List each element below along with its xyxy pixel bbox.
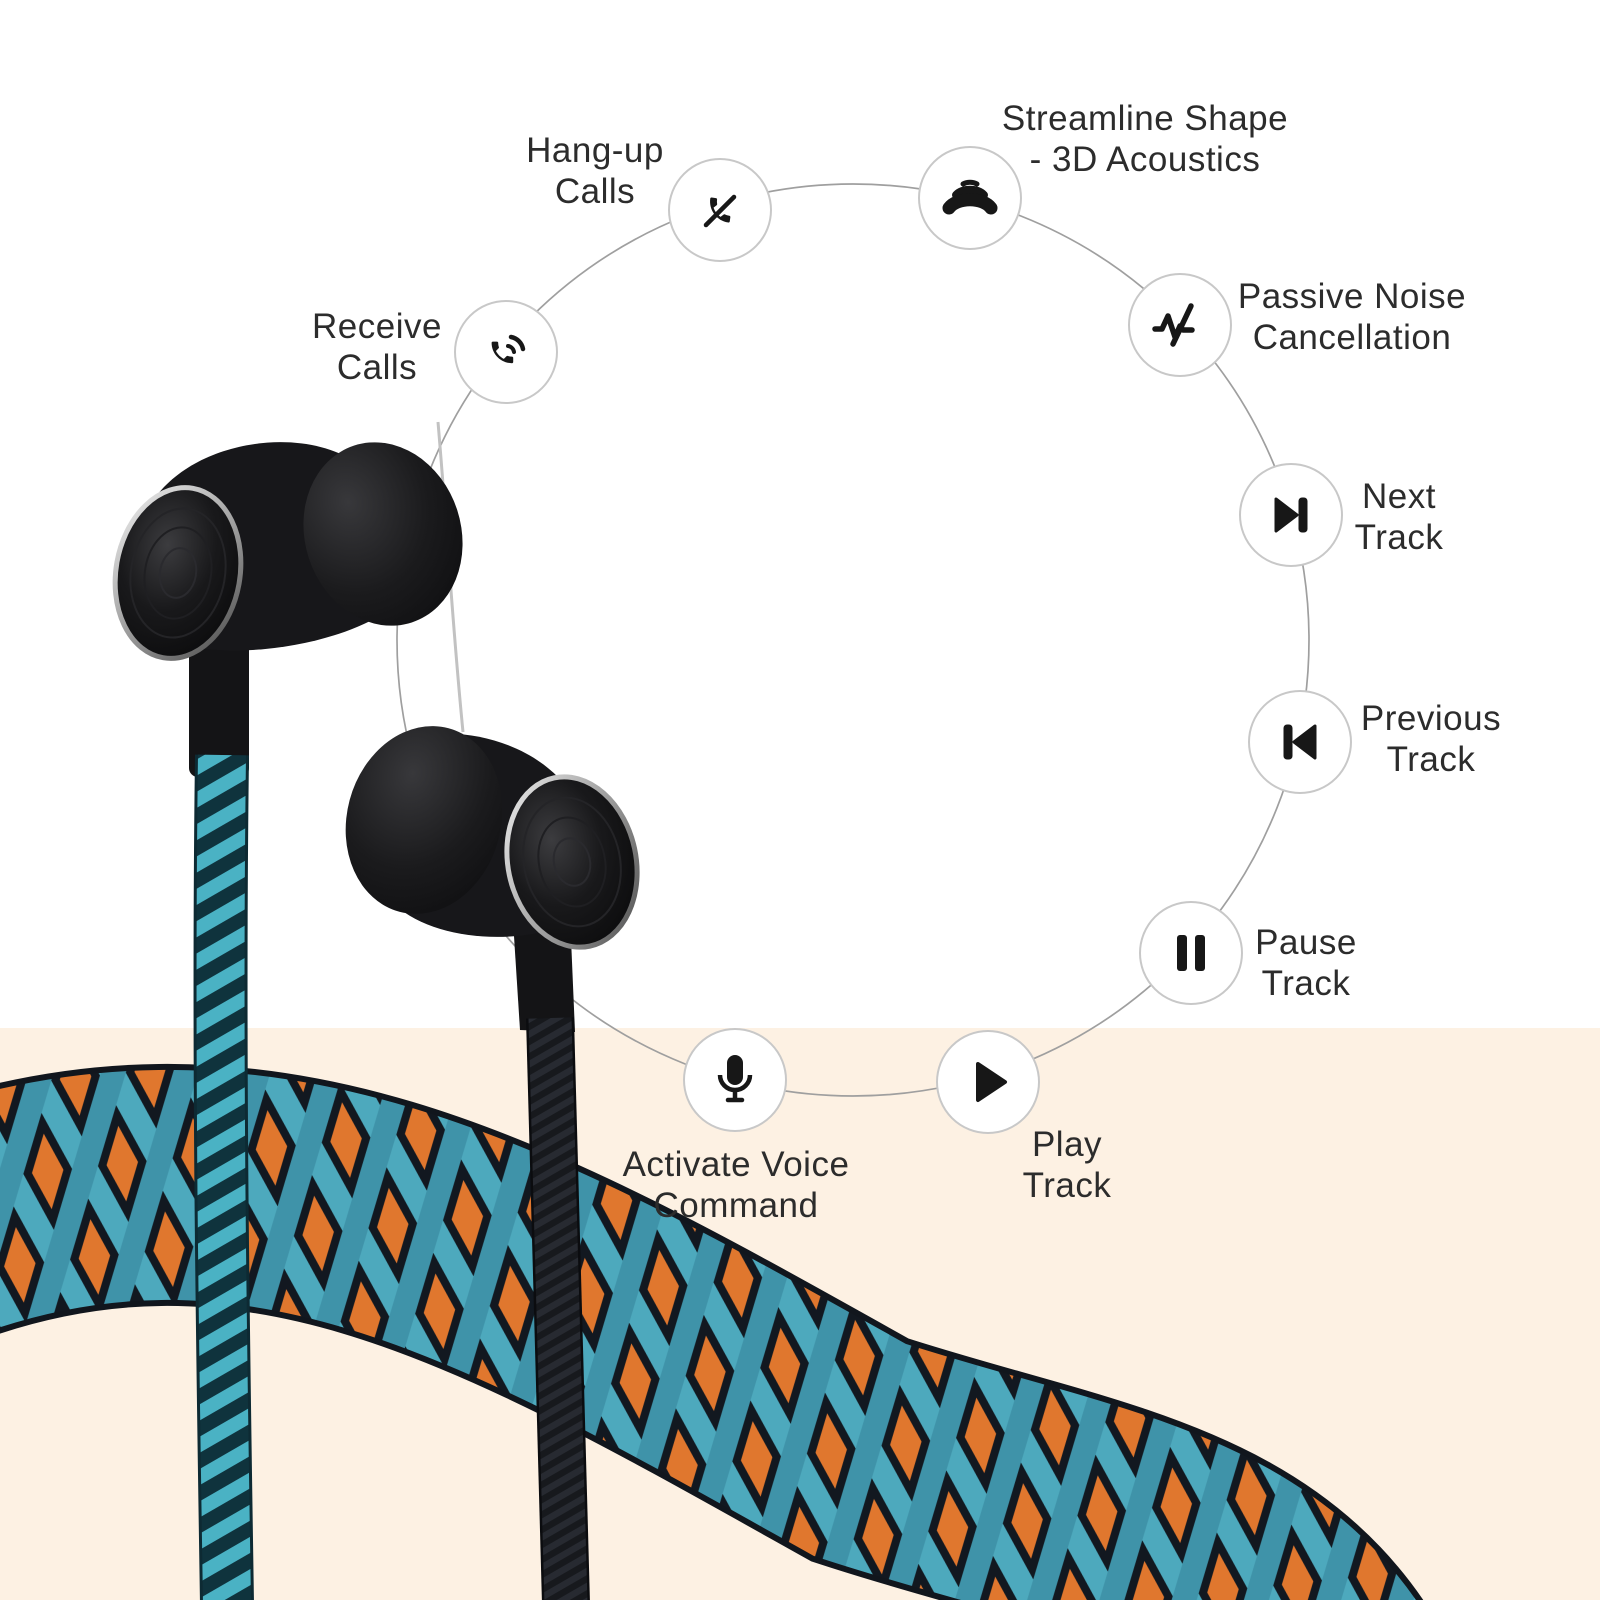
black-braided-cable — [526, 1017, 590, 1600]
right-earbud — [345, 726, 640, 1032]
feature-label-voice-command: Activate Voice Command — [566, 1144, 906, 1226]
feature-circle-streamline-shape — [918, 146, 1022, 250]
feature-label-passive-noise: Passive Noise Cancellation — [1212, 276, 1492, 358]
label-line: Streamline Shape — [1001, 99, 1289, 138]
label-line: - 3D Acoustics — [1029, 140, 1261, 179]
label-line: Receive — [312, 307, 442, 346]
label-line: Track — [1261, 964, 1351, 1003]
feature-label-next-track: Next Track — [1299, 476, 1499, 558]
feature-circle-pause-track — [1139, 901, 1243, 1005]
feature-circle-next-track — [1239, 463, 1343, 567]
feature-circle-voice-command — [683, 1028, 787, 1132]
feature-label-receive-calls: Receive Calls — [242, 306, 512, 388]
next-track-icon — [1274, 497, 1308, 533]
feature-label-streamline-shape: Streamline Shape - 3D Acoustics — [970, 98, 1320, 180]
feature-circle-receive-calls — [454, 300, 558, 404]
feature-circle-hang-up-calls — [668, 158, 772, 262]
noise-cancellation-icon — [1152, 303, 1195, 347]
microphone-icon — [717, 1055, 753, 1103]
right-earbud-driver-face — [504, 774, 640, 950]
label-line: Track — [1022, 1166, 1112, 1205]
left-earbud-driver-face — [112, 485, 244, 661]
phone-hangup-icon — [703, 194, 737, 228]
feature-label-pause-track: Pause Track — [1206, 922, 1406, 1004]
label-line: Pause — [1255, 923, 1357, 962]
feature-label-play-track: Play Track — [967, 1124, 1167, 1206]
label-line: Next — [1362, 477, 1436, 516]
acoustics-icon — [942, 179, 998, 215]
label-line: Previous — [1360, 699, 1502, 738]
label-line: Track — [1386, 740, 1476, 779]
label-line: Cancellation — [1252, 318, 1452, 357]
label-line: Calls — [554, 172, 636, 211]
label-line: Passive Noise — [1237, 277, 1467, 316]
feature-circle-passive-noise — [1128, 273, 1232, 377]
play-icon — [976, 1062, 1007, 1102]
previous-track-icon — [1283, 724, 1317, 760]
feature-label-previous-track: Previous Track — [1316, 698, 1546, 780]
label-line: Command — [653, 1186, 819, 1225]
label-line: Play — [1031, 1125, 1103, 1164]
left-earbud — [112, 442, 463, 777]
feature-ring-line — [396, 183, 1310, 1097]
label-line: Activate Voice — [622, 1145, 850, 1184]
label-line: Track — [1354, 518, 1444, 557]
pause-icon — [1177, 935, 1205, 971]
feature-label-hang-up-calls: Hang-up Calls — [430, 130, 760, 212]
phone-receive-icon — [491, 334, 526, 364]
feature-circle-previous-track — [1248, 690, 1352, 794]
feature-circle-play-track — [936, 1030, 1040, 1134]
right-earbud-silicone-tip — [345, 726, 503, 914]
left-earbud-silicone-tip — [303, 442, 463, 626]
teal-braided-cable — [193, 754, 254, 1600]
label-line: Hang-up — [526, 131, 664, 170]
label-line: Calls — [336, 348, 418, 387]
